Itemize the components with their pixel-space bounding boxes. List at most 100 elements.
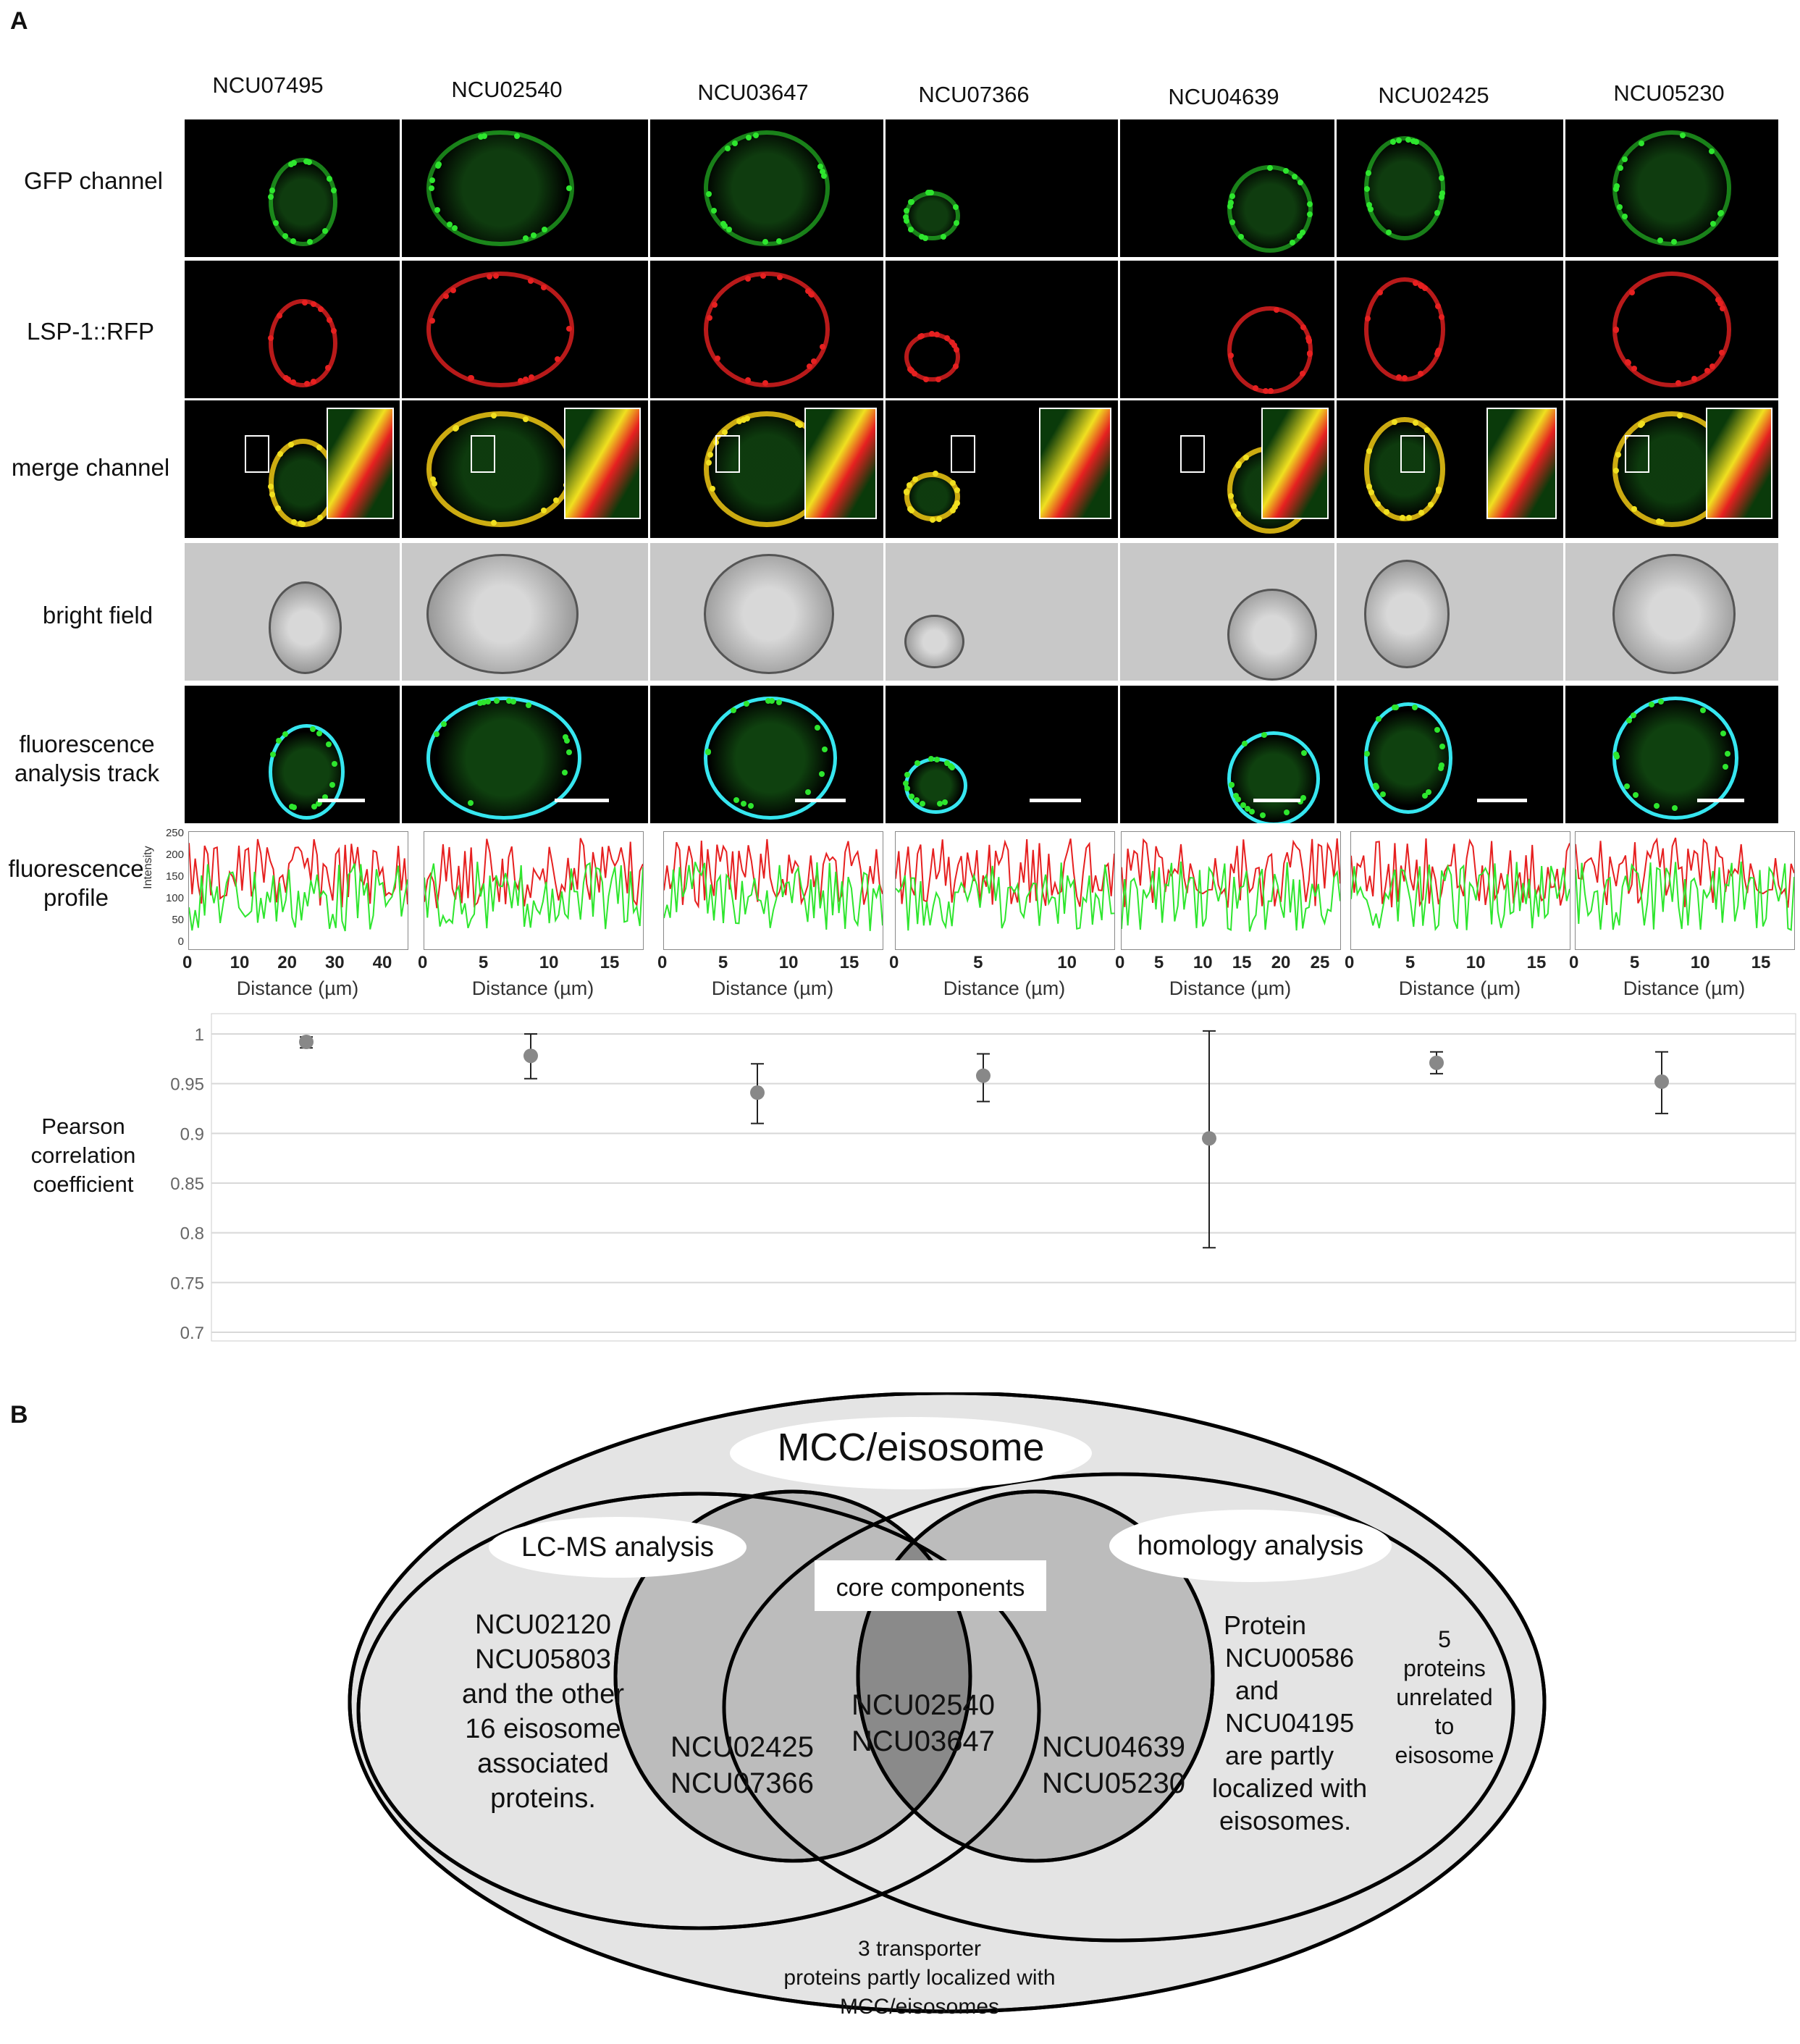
fluorescent-spot [777,274,783,280]
profile-xtick: 10 [1465,953,1486,972]
fluorescent-spot [290,519,297,526]
fluorescent-spot [268,194,274,201]
zoom-region-box [471,434,496,473]
profile-xlabel: Distance (µm) [943,977,1066,999]
fluorescent-spot [904,785,910,791]
pearson-ytick: 0.75 [170,1274,204,1293]
fluorescent-spot [1418,370,1424,377]
fluorescent-spot [1421,792,1428,799]
fluorescent-spot [565,749,572,755]
fluorescent-spot [1366,202,1372,209]
fluorescent-spot [429,476,436,483]
zoom-region-box [1400,434,1425,473]
fluorescent-spot [949,508,956,514]
fluorescent-spot [1300,324,1306,330]
fluorescent-spot [705,460,712,466]
profile-plot-ncu05230 [1575,831,1795,950]
fluorescent-spot [1700,707,1707,713]
micrograph-r0-c0 [185,119,400,257]
fluorescent-spot [291,804,298,811]
fluorescent-spot [903,214,909,220]
fluorescent-spot [1617,165,1623,172]
fluorescent-spot [914,760,920,766]
fluorescent-spot [1720,731,1726,737]
profile-xtick: 0 [1569,953,1579,972]
gfp-intensity-line [424,862,643,930]
fluorescent-spot [951,342,957,348]
pearson-point-ncu02425 [1429,1055,1444,1070]
fluorescent-spot [443,293,450,300]
fluorescent-spot [326,317,332,324]
profile-xtick: 5 [478,953,489,972]
micrograph-r2-c3 [886,400,1118,538]
fluorescent-spot [282,374,289,381]
fluorescent-spot [330,328,337,335]
micrograph-r4-c5 [1337,686,1563,823]
fluorescent-spot [1283,809,1290,816]
pearson-ytick: 0.95 [170,1075,204,1095]
fluorescent-spot [1631,366,1637,372]
fluorescent-spot [904,208,910,214]
fluorescent-spot [1230,502,1237,509]
fluorescent-spot [705,190,712,197]
fluorescent-spot [1676,413,1683,419]
fluorescent-spot [923,377,930,383]
zoom-inset [327,408,395,519]
fluorescent-spot [1413,279,1419,286]
fluorescent-spot [1724,750,1730,757]
fluorescent-spot [1638,140,1644,146]
fluorescent-spot [822,746,828,752]
profile-xtick: 10 [1057,953,1077,972]
pearson-point-ncu03647 [750,1085,765,1101]
fluorescent-spot [1423,426,1430,433]
column-header-ncu02540: NCU02540 [451,77,563,102]
fluorescent-spot [941,799,948,805]
cell-body [904,614,964,669]
fluorescent-spot [1245,806,1251,812]
fluorescent-spot [513,133,520,139]
fluorescent-spot [453,425,459,432]
fluorescent-spot [435,161,442,168]
fluorescent-spot [517,377,523,384]
rfp-intensity-line [1576,837,1794,908]
fluorescent-spot [477,699,484,706]
column-header-ncu05230: NCU05230 [1613,80,1725,106]
fluorescent-spot [952,504,959,510]
fluorescent-spot [1654,803,1660,809]
gfp-intensity-line [1122,861,1340,932]
micrograph-r2-c0 [185,400,400,538]
fluorescent-spot [1434,209,1441,216]
fluorescent-spot [1306,201,1313,208]
row-label-brightfield: bright field [42,602,153,628]
fluorescent-spot [531,232,537,238]
fluorescent-spot [540,285,547,291]
micrograph-r4-c2 [650,686,883,823]
fluorescent-spot [1418,510,1424,516]
fluorescent-spot [928,190,935,196]
fluorescent-spot [563,738,570,744]
fluorescent-spot [762,380,769,387]
column-header-ncu04639: NCU04639 [1168,84,1279,109]
cell-body [1612,554,1736,674]
fluorescent-spot [953,203,959,210]
fluorescent-spot [1709,148,1715,154]
fluorescent-spot [1267,164,1274,171]
fluorescent-spot [726,226,732,232]
fluorescent-spot [429,185,435,191]
fluorescent-spot [1659,518,1665,525]
fluorescent-spot [1395,137,1402,143]
fluorescent-spot [434,207,441,214]
fluorescent-spot [1637,421,1644,428]
cell-body [1227,306,1313,395]
cell-body [1364,277,1446,382]
profile-xtick: 20 [277,953,297,972]
fluorescent-spot [1363,186,1370,193]
fluorescent-spot [1439,174,1445,181]
fluorescent-spot [562,734,568,740]
outside-list: 5 proteins unrelated to eisosome [1395,1626,1494,1768]
profile-ytick: 50 [172,914,184,926]
fluorescent-spot [922,235,928,241]
fluorescent-spot [744,275,751,282]
fluorescent-spot [818,770,825,777]
fluorescent-spot [743,701,749,707]
